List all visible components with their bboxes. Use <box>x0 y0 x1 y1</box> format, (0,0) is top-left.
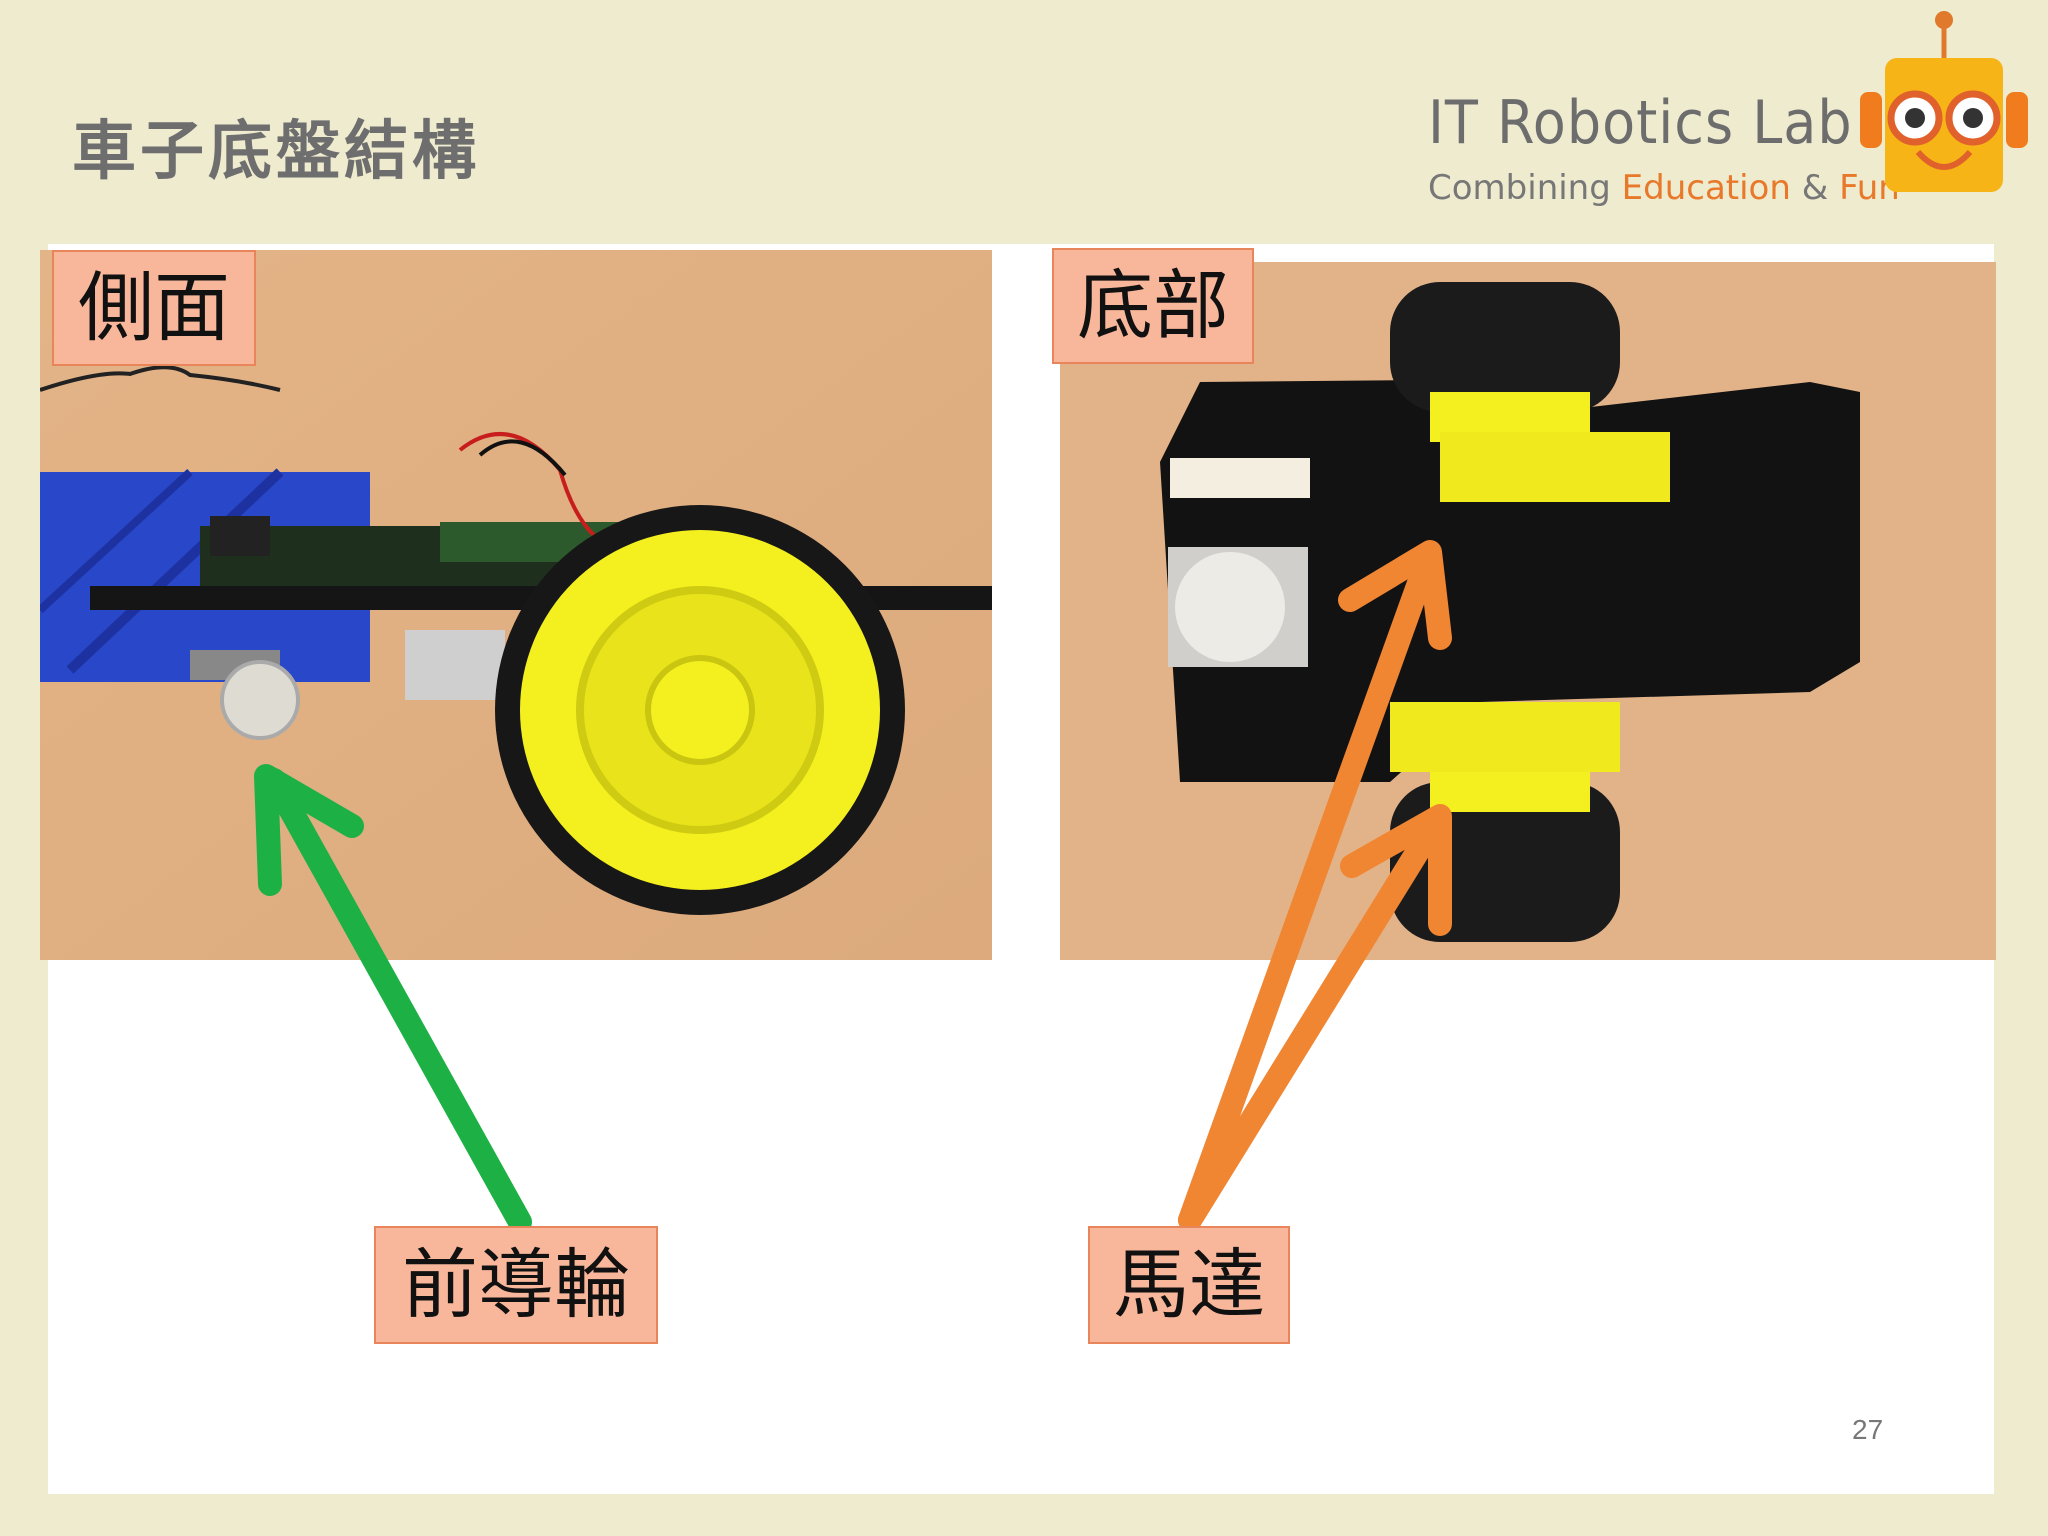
side-view-label: 側面 <box>52 250 256 366</box>
robot-mascot-icon <box>1860 11 2028 192</box>
motor-arrow-top <box>1178 546 1440 1232</box>
front-wheel-arrow <box>262 768 532 1234</box>
slide-title: 車子底盤結構 <box>72 115 480 189</box>
tagline-and: & <box>1801 168 1829 208</box>
motor-label: 馬達 <box>1088 1226 1290 1344</box>
tagline-combining: Combining <box>1428 168 1611 208</box>
logo-name: IT Robotics Lab <box>1428 88 1853 158</box>
motor-arrow-bottom <box>1178 810 1448 1232</box>
page-number: 27 <box>1852 1414 1884 1445</box>
tagline-education: Education <box>1621 168 1791 208</box>
bottom-view-photo <box>1060 262 1996 960</box>
bottom-view-label: 底部 <box>1052 248 1254 364</box>
front-wheel-label: 前導輪 <box>374 1226 658 1344</box>
front-wheel-arrowhead <box>254 764 364 896</box>
motor-arrowhead-bottom <box>1340 804 1452 936</box>
side-view-photo <box>40 250 992 960</box>
motor-arrowhead-top <box>1338 540 1452 650</box>
